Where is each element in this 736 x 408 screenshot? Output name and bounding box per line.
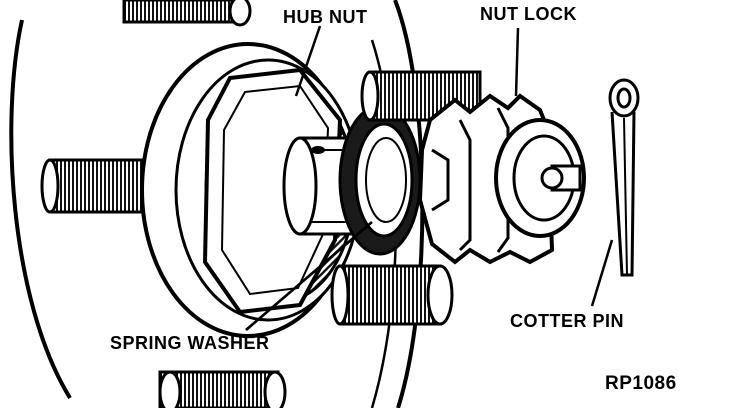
nut-lock xyxy=(417,93,586,265)
spring-washer xyxy=(338,104,422,256)
wheel-stud-upper-right xyxy=(360,70,482,122)
hub-nut-label: HUB NUT xyxy=(283,7,368,27)
cotter-pin-label: COTTER PIN xyxy=(510,311,625,331)
cotter-pin xyxy=(608,78,640,277)
nut-lock-label: NUT LOCK xyxy=(480,4,577,24)
wheel-stud-bottom xyxy=(158,370,287,408)
hub-nut-leader xyxy=(294,25,322,97)
wheel-stud-top xyxy=(122,0,252,27)
wheel-stud-lower-right xyxy=(330,264,454,326)
cotter-pin-leader xyxy=(590,239,614,307)
spring-washer-leader-2 xyxy=(245,221,373,331)
cotter-hole xyxy=(311,146,325,154)
hub-nut xyxy=(202,67,343,315)
leader-lines xyxy=(245,25,614,331)
nut-lock-leader xyxy=(514,27,520,97)
spring-washer-label: SPRING WASHER xyxy=(110,333,270,353)
figure-code: RP1086 xyxy=(605,373,677,394)
